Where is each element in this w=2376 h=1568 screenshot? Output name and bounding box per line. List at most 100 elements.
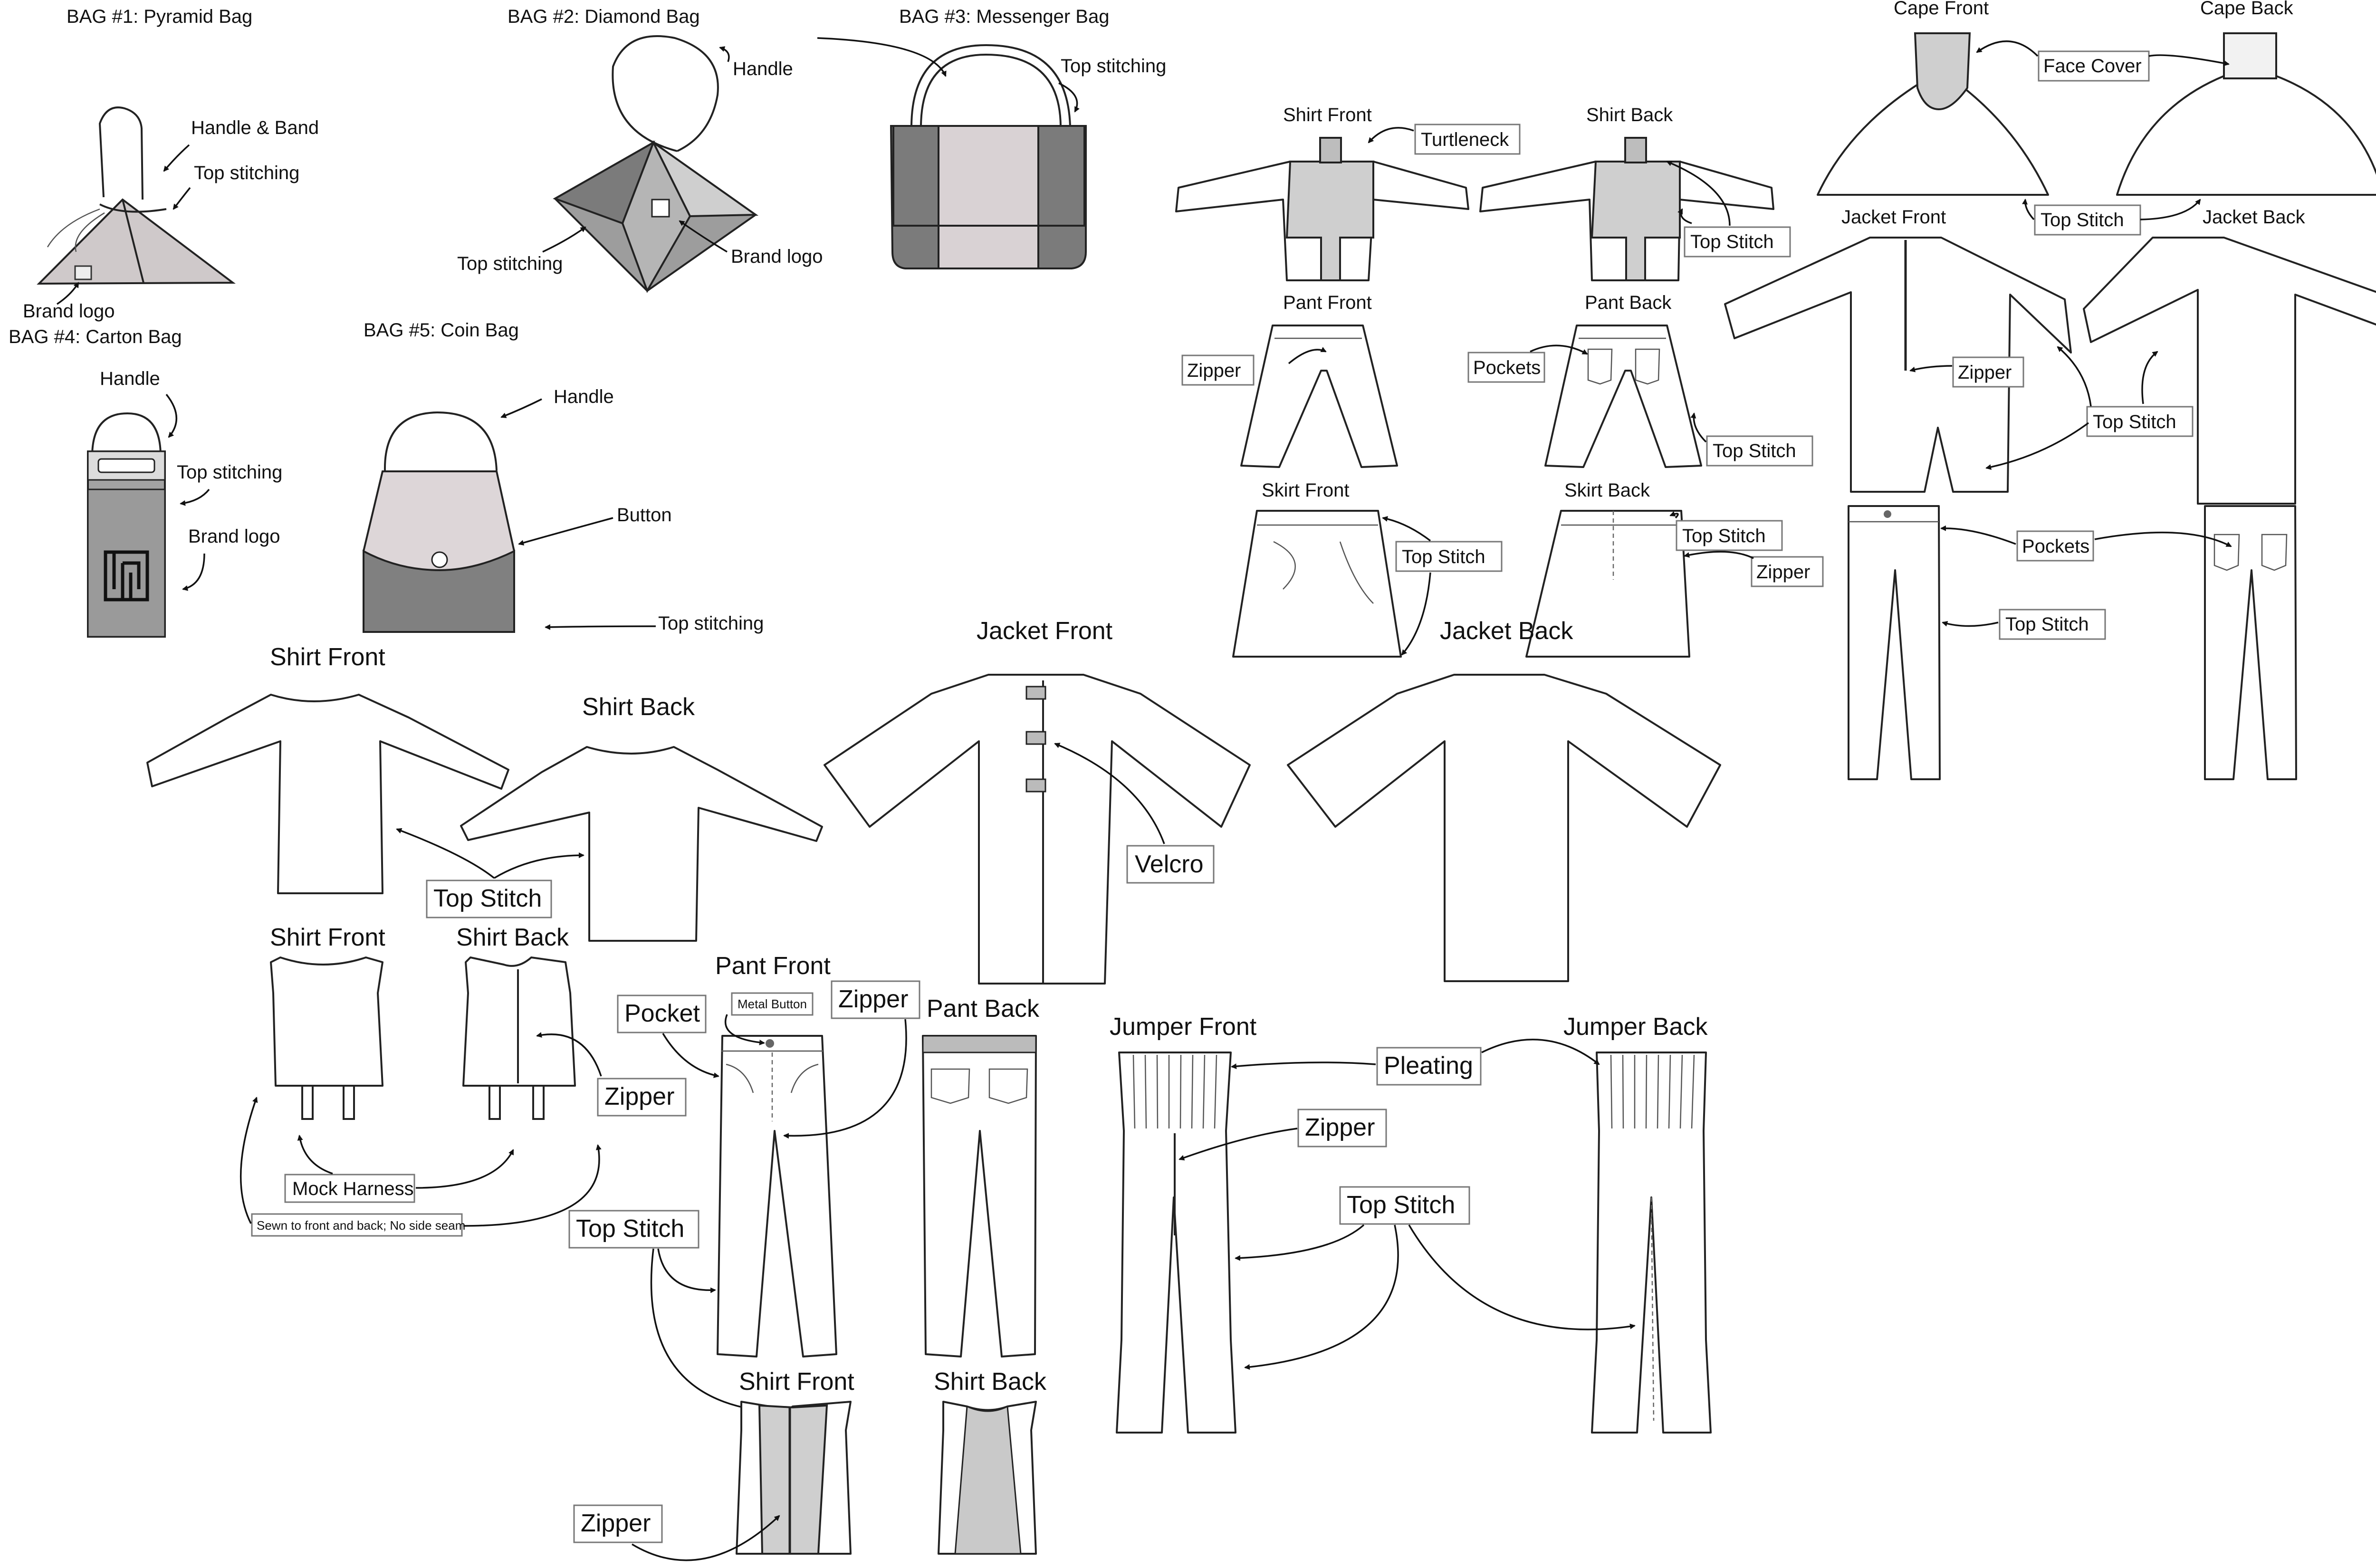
svg-text:Top Stitch: Top Stitch: [433, 885, 542, 912]
svg-text:Pockets: Pockets: [2022, 536, 2089, 557]
jp-zipper-label: Zipper: [1297, 1109, 1387, 1147]
set-jumper: Jumper Front Jumper Back Pleating Zipper: [1110, 1013, 1712, 1434]
svg-text:Top Stitch: Top Stitch: [576, 1215, 684, 1243]
tn-pant-back: [1544, 325, 1702, 468]
jk-velcro-tab-3: [1025, 778, 1046, 793]
bag-4-logo-label: Brand logo: [188, 526, 280, 547]
ls-shirt-back: [460, 746, 823, 942]
svg-text:Turtleneck: Turtleneck: [1421, 129, 1509, 150]
bag-3-handle: [910, 44, 1071, 128]
svg-text:Pocket: Pocket: [624, 1000, 700, 1027]
tn-pockets-label: Pockets: [1467, 352, 1545, 383]
tn-shirt-back-title: Shirt Back: [1586, 105, 1673, 125]
svg-text:Zipper: Zipper: [604, 1083, 674, 1110]
jk-jacket-front: [824, 674, 1251, 985]
ls-shirt-front: [146, 694, 509, 894]
cape-zipper-label: Zipper: [1952, 356, 2024, 388]
pn-pant-front: [717, 1035, 837, 1358]
cape-front: [1817, 82, 2049, 196]
tn-turtleneck: [1319, 137, 1342, 163]
bag-1-handle: [99, 106, 144, 200]
bag-2-logo-label: Brand logo: [731, 246, 823, 267]
tn-pant-back-title: Pant Back: [1585, 292, 1672, 313]
jk-jacket-back: [1287, 674, 1721, 982]
pn-pocket-label: Pocket: [617, 994, 707, 1033]
svg-text:Top Stitch: Top Stitch: [2005, 614, 2089, 635]
jp-jumper-back: [1591, 1052, 1712, 1434]
vest-sewn-note-label: Sewn to front and back; No side seam: [251, 1213, 465, 1237]
jp-jumper-back-title: Jumper Back: [1563, 1013, 1708, 1041]
bag-4-title: BAG #4: Carton Bag: [9, 326, 182, 347]
bag-diamond: BAG #2: Diamond Bag Handle Top stitching…: [457, 6, 823, 293]
jp-top-stitch-label: Top Stitch: [1339, 1186, 1470, 1225]
bag-2-title: BAG #2: Diamond Bag: [508, 6, 700, 27]
tn-skirt-back: [1525, 510, 1690, 658]
bag-2-stitch-label: Top stitching: [457, 253, 563, 274]
svg-text:Zipper: Zipper: [1958, 362, 2012, 383]
set-vest2: Shirt Front Shirt Back Zipper: [573, 1368, 1047, 1561]
tn-skirt-stitch-front-label: Top Stitch: [1395, 541, 1503, 572]
set-pant: Pant Front Pant Back Pocket Metal Button…: [568, 952, 1040, 1411]
bag-5-button-label: Button: [617, 505, 672, 526]
bag-1-brand-logo: [74, 265, 92, 280]
cape-pant-back: [2204, 505, 2297, 780]
bag-3-stitch-label: Top stitching: [1061, 56, 1166, 76]
svg-text:Top Stitch: Top Stitch: [1690, 231, 1774, 252]
ls-top-stitch-label: Top Stitch: [426, 880, 552, 918]
pn-zipper-label: Zipper: [831, 980, 920, 1019]
svg-text:Sewn to front and back; No sid: Sewn to front and back; No side seam: [257, 1218, 465, 1233]
v2-shirt-front-title: Shirt Front: [739, 1368, 854, 1396]
bag-carton: BAG #4: Carton Bag Handle Top stitching …: [9, 326, 282, 638]
bag-5-stitch-label: Top stitching: [658, 613, 764, 634]
svg-text:Top Stitch: Top Stitch: [1682, 526, 1766, 546]
cape-pockets-label: Pockets: [2016, 530, 2094, 562]
cape-jacket-stitch-label: Top Stitch: [2086, 406, 2194, 437]
svg-text:Zipper: Zipper: [581, 1510, 651, 1537]
set-shirt: Shirt Front Shirt Back Top Stitch: [146, 643, 823, 942]
pn-pant-front-title: Pant Front: [715, 952, 831, 980]
vest-shirt-front-title: Shirt Front: [270, 924, 385, 951]
svg-text:Pleating: Pleating: [1384, 1052, 1473, 1080]
ls-shirt-back-title: Shirt Back: [582, 693, 695, 721]
svg-text:Top Stitch: Top Stitch: [1347, 1191, 1455, 1219]
cape-jacket-back: [2083, 237, 2376, 505]
set-vest: Shirt Front Shirt Back Zipper Mock Harne…: [240, 924, 687, 1237]
bag-4-brand-logo: [104, 550, 149, 602]
bag-5-handle: [383, 411, 498, 471]
tn-top-stitch-label: Top Stitch: [1684, 226, 1791, 258]
bag-3-title: BAG #3: Messenger Bag: [899, 6, 1109, 27]
jp-front-pleating: [1132, 1054, 1217, 1129]
cape-back: [2116, 75, 2376, 196]
bag-4-handle-label: Handle: [100, 368, 160, 389]
jk-jacket-front-title: Jacket Front: [977, 617, 1113, 645]
ls-shirt-front-title: Shirt Front: [270, 643, 385, 671]
tn-skirt-front-title: Skirt Front: [1262, 480, 1349, 501]
vest-shirt-back-title: Shirt Back: [456, 924, 569, 951]
pn-pant-back-title: Pant Back: [927, 995, 1040, 1023]
vest-back: [462, 956, 576, 1087]
svg-text:Face Cover: Face Cover: [2043, 56, 2142, 76]
cape-top-stitch-label: Top Stitch: [2034, 204, 2141, 236]
tn-skirt-back-title: Skirt Back: [1564, 480, 1650, 501]
tn-pant-front-title: Pant Front: [1283, 292, 1372, 313]
jk-velcro-label: Velcro: [1126, 845, 1215, 884]
bag-2-handle: [612, 35, 719, 152]
svg-text:Zipper: Zipper: [1187, 360, 1241, 381]
svg-text:Top Stitch: Top Stitch: [2041, 210, 2124, 230]
pn-pant-back: [922, 1035, 1037, 1358]
bag-4-handle: [91, 412, 162, 457]
jk-velcro-tab-2: [1025, 731, 1046, 745]
svg-text:Top Stitch: Top Stitch: [1402, 546, 1485, 567]
svg-text:Zipper: Zipper: [1305, 1114, 1375, 1141]
bag-5-handle-label: Handle: [554, 386, 614, 407]
cape-face-cover: [1914, 32, 1971, 111]
bag-5-title: BAG #5: Coin Bag: [364, 320, 519, 341]
jp-back-pleating: [1610, 1054, 1695, 1129]
cape-pant-front: [1848, 505, 1941, 780]
bag-2-handle-label: Handle: [733, 58, 793, 79]
bag-messenger: BAG #3: Messenger Bag Top stitching: [817, 6, 1166, 269]
cape-back-title: Cape Back: [2200, 0, 2294, 19]
bag-1-body: [37, 198, 236, 285]
pn-top-stitch-label: Top Stitch: [568, 1210, 699, 1249]
